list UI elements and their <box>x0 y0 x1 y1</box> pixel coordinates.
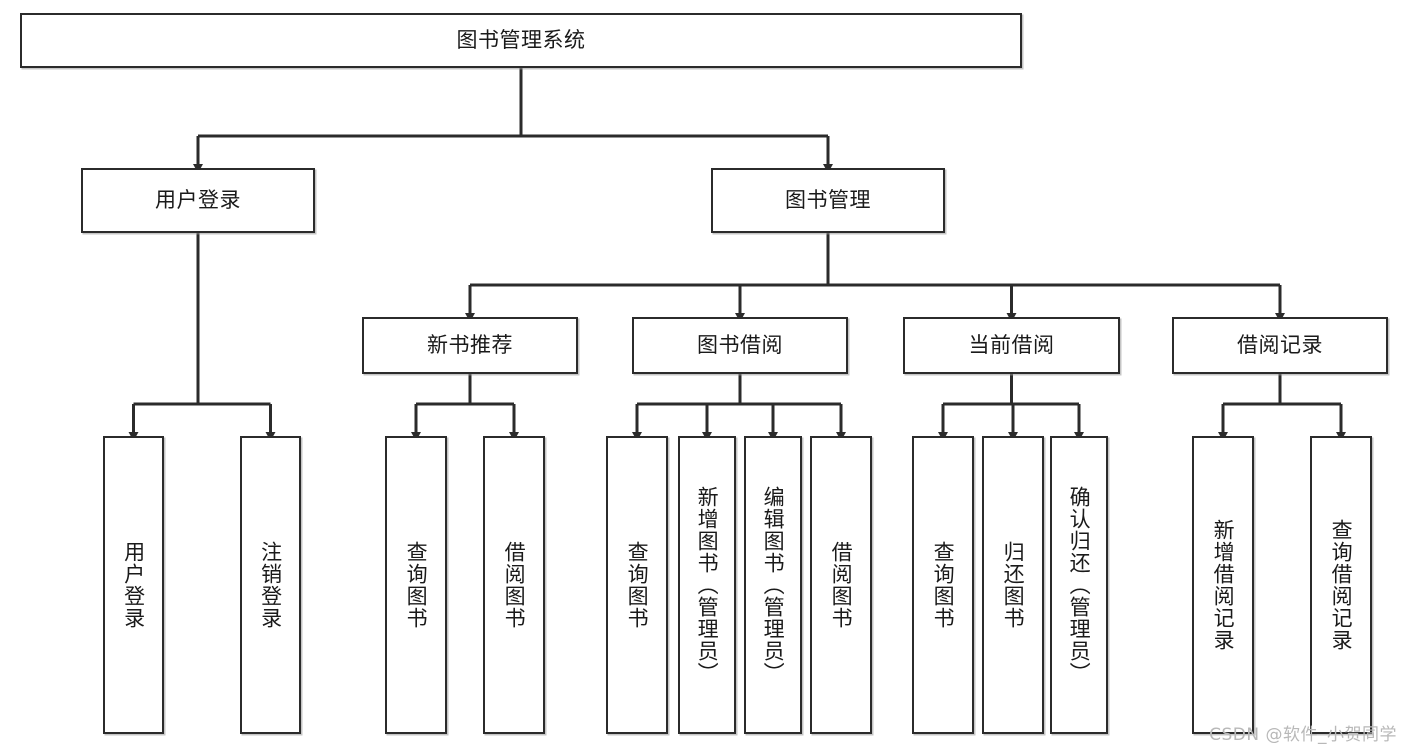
node-leaf-borrow-book-label: 借阅图书 <box>829 541 854 629</box>
node-leaf-query-book-cur[interactable]: 查询图书 <box>912 436 974 734</box>
node-current-borrow-label: 当前借阅 <box>968 333 1055 358</box>
node-leaf-add-book-label: 新增图书（管理员） <box>695 486 720 684</box>
node-leaf-user-login[interactable]: 用户登录 <box>103 436 164 734</box>
node-leaf-query-book-cur-label: 查询图书 <box>931 541 956 629</box>
node-book-manage-label: 图书管理 <box>785 188 871 213</box>
node-leaf-query-borrow-record-label: 查询借阅记录 <box>1329 519 1354 651</box>
node-root-label: 图书管理系统 <box>456 28 586 53</box>
node-leaf-return-book[interactable]: 归还图书 <box>982 436 1044 734</box>
node-new-book-rec-label: 新书推荐 <box>427 333 513 358</box>
node-current-borrow[interactable]: 当前借阅 <box>903 317 1120 374</box>
node-leaf-query-book-rec-label: 查询图书 <box>404 541 429 629</box>
node-book-borrow-label: 图书借阅 <box>697 333 783 358</box>
node-leaf-add-borrow-record[interactable]: 新增借阅记录 <box>1192 436 1254 734</box>
node-user-login-label: 用户登录 <box>155 188 241 213</box>
node-leaf-user-logout-label: 注销登录 <box>258 541 283 629</box>
node-leaf-query-book-borrow[interactable]: 查询图书 <box>606 436 668 734</box>
node-leaf-query-book-rec[interactable]: 查询图书 <box>385 436 447 734</box>
node-leaf-edit-book-label: 编辑图书（管理员） <box>761 486 786 684</box>
node-root[interactable]: 图书管理系统 <box>20 13 1022 68</box>
node-leaf-add-borrow-record-label: 新增借阅记录 <box>1211 519 1236 651</box>
node-user-login[interactable]: 用户登录 <box>81 168 315 233</box>
node-leaf-query-borrow-record[interactable]: 查询借阅记录 <box>1310 436 1372 734</box>
node-leaf-user-logout[interactable]: 注销登录 <box>240 436 301 734</box>
node-new-book-rec[interactable]: 新书推荐 <box>362 317 578 374</box>
node-leaf-confirm-return[interactable]: 确认归还（管理员） <box>1050 436 1108 734</box>
node-borrow-record-label: 借阅记录 <box>1237 333 1323 358</box>
node-book-borrow[interactable]: 图书借阅 <box>632 317 848 374</box>
node-leaf-borrow-book-rec-label: 借阅图书 <box>502 541 527 629</box>
node-leaf-borrow-book-rec[interactable]: 借阅图书 <box>483 436 545 734</box>
node-leaf-add-book[interactable]: 新增图书（管理员） <box>678 436 736 734</box>
node-leaf-borrow-book[interactable]: 借阅图书 <box>810 436 872 734</box>
node-leaf-edit-book[interactable]: 编辑图书（管理员） <box>744 436 802 734</box>
node-book-manage[interactable]: 图书管理 <box>711 168 945 233</box>
watermark: CSDN @软件_小贺同学 <box>1209 725 1397 745</box>
node-borrow-record[interactable]: 借阅记录 <box>1172 317 1388 374</box>
node-leaf-user-login-label: 用户登录 <box>121 541 146 629</box>
node-leaf-return-book-label: 归还图书 <box>1001 541 1026 629</box>
node-leaf-confirm-return-label: 确认归还（管理员） <box>1067 486 1092 684</box>
node-leaf-query-book-borrow-label: 查询图书 <box>625 541 650 629</box>
